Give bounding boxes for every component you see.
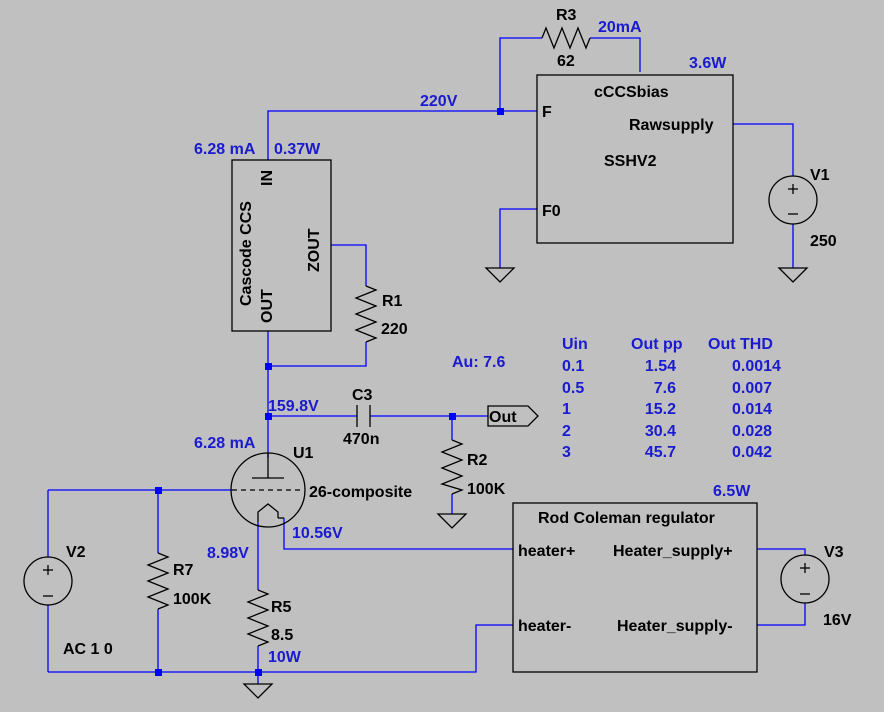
ground-icon <box>484 267 516 283</box>
regulator-pin-heater-plus: heater+ <box>518 543 575 560</box>
regulator-power: 6.5W <box>713 483 751 500</box>
r5-name: R5 <box>271 599 292 616</box>
table-cell: 2 <box>562 423 571 440</box>
r2-name: R2 <box>467 452 488 469</box>
r7-name: R7 <box>173 562 194 579</box>
cascode-pin-in: IN <box>259 170 276 186</box>
table-cell: 0.014 <box>732 401 772 418</box>
capacitor-c3[interactable]: C3 470n <box>343 387 379 448</box>
table-cell: 0.007 <box>732 380 772 397</box>
r1-value: 220 <box>381 321 408 338</box>
c3-name: C3 <box>352 387 373 404</box>
gain-label: Au: 7.6 <box>452 354 505 371</box>
resistor-r7[interactable]: R7 100K <box>146 552 212 610</box>
r5-value: 8.5 <box>271 627 293 644</box>
table-cell: 15.2 <box>645 401 676 418</box>
resistor-r5[interactable]: R5 8.5 10W <box>246 589 302 666</box>
u1-model: 26-composite <box>309 484 412 501</box>
resistor-r2[interactable]: R2 100K <box>440 439 506 498</box>
node-plate-label: 159.8V <box>268 398 319 415</box>
table-cell: 0.042 <box>732 444 772 461</box>
cascode-current: 6.28 mA <box>194 141 256 158</box>
cccs-pin-f0: F0 <box>542 203 561 220</box>
table-cell: 0.028 <box>732 423 772 440</box>
cccs-pin-f: F <box>542 104 552 121</box>
table-cell: 0.1 <box>562 358 584 375</box>
u1-current: 6.28 mA <box>194 435 256 452</box>
cascode-title: Cascode CCS <box>238 201 255 306</box>
regulator-pin-supply-plus: Heater_supply+ <box>613 543 733 560</box>
v1-name: V1 <box>810 167 830 184</box>
r3-value: 62 <box>557 53 575 70</box>
cccs-pin-raw: Rawsupply <box>629 117 714 134</box>
node-cathode-label: 8.98V <box>207 545 249 562</box>
measurement-table: Uin Out pp Out THD 0.1 1.54 0.0014 0.5 7… <box>562 336 781 461</box>
cccs-power: 3.6W <box>689 55 727 72</box>
regulator-pin-heater-minus: heater- <box>518 618 571 635</box>
ground-icon <box>777 267 809 283</box>
table-header: Out THD <box>708 336 773 353</box>
cccs-subtitle: SSHV2 <box>604 153 657 170</box>
out-port-label: Out <box>489 409 517 426</box>
c3-value: 470n <box>343 431 379 448</box>
table-header: Out pp <box>631 336 683 353</box>
rod-coleman-regulator-block[interactable]: Rod Coleman regulator heater+ Heater_sup… <box>512 483 758 673</box>
triode-u1[interactable]: U1 26-composite 6.28 mA <box>194 435 412 528</box>
table-cell: 0.5 <box>562 380 584 397</box>
r2-value: 100K <box>467 481 506 498</box>
regulator-pin-supply-minus: Heater_supply- <box>617 618 733 635</box>
ground-icon <box>242 683 274 699</box>
resistor-r3[interactable]: R3 62 20mA <box>541 7 642 70</box>
table-cell: 1 <box>562 401 571 418</box>
voltage-source-v1[interactable]: V1 250 <box>768 167 837 250</box>
resistor-r1[interactable]: R1 220 <box>354 285 408 343</box>
table-cell: 7.6 <box>654 380 676 397</box>
v3-name: V3 <box>824 544 844 561</box>
table-header: Uin <box>562 336 588 353</box>
r7-value: 100K <box>173 591 212 608</box>
v1-value: 250 <box>810 233 837 250</box>
junction-dots <box>155 108 504 676</box>
node-220v-label: 220V <box>420 93 458 110</box>
cccs-bias-block[interactable]: cCCSbias F Rawsupply SSHV2 F0 3.6W <box>536 55 734 244</box>
ground-icon <box>436 513 468 529</box>
table-cell: 45.7 <box>645 444 676 461</box>
v3-value: 16V <box>823 612 852 629</box>
cascode-ccs-block[interactable]: Cascode CCS IN OUT ZOUT 6.28 mA 0.37W <box>194 141 332 332</box>
out-port[interactable]: Out <box>487 405 539 427</box>
ground-symbols <box>242 267 809 699</box>
table-cell: 30.4 <box>645 423 676 440</box>
voltage-source-v2[interactable]: V2 AC 1 0 <box>23 544 113 658</box>
table-cell: 3 <box>562 444 571 461</box>
r3-name: R3 <box>556 7 577 24</box>
cascode-power: 0.37W <box>274 141 321 158</box>
voltage-source-v3[interactable]: V3 16V <box>780 544 852 629</box>
u1-name: U1 <box>293 445 314 462</box>
r3-current: 20mA <box>598 19 642 36</box>
v2-value: AC 1 0 <box>63 641 113 658</box>
cascode-pin-out: OUT <box>259 289 276 323</box>
table-cell: 1.54 <box>645 358 676 375</box>
table-cell: 0.0014 <box>732 358 781 375</box>
r5-power: 10W <box>268 649 302 666</box>
cascode-pin-zout: ZOUT <box>306 228 323 272</box>
v2-name: V2 <box>66 544 86 561</box>
r1-name: R1 <box>382 293 403 310</box>
node-heater-label: 10.56V <box>292 525 343 542</box>
regulator-title: Rod Coleman regulator <box>538 510 715 527</box>
cccs-title: cCCSbias <box>594 84 669 101</box>
